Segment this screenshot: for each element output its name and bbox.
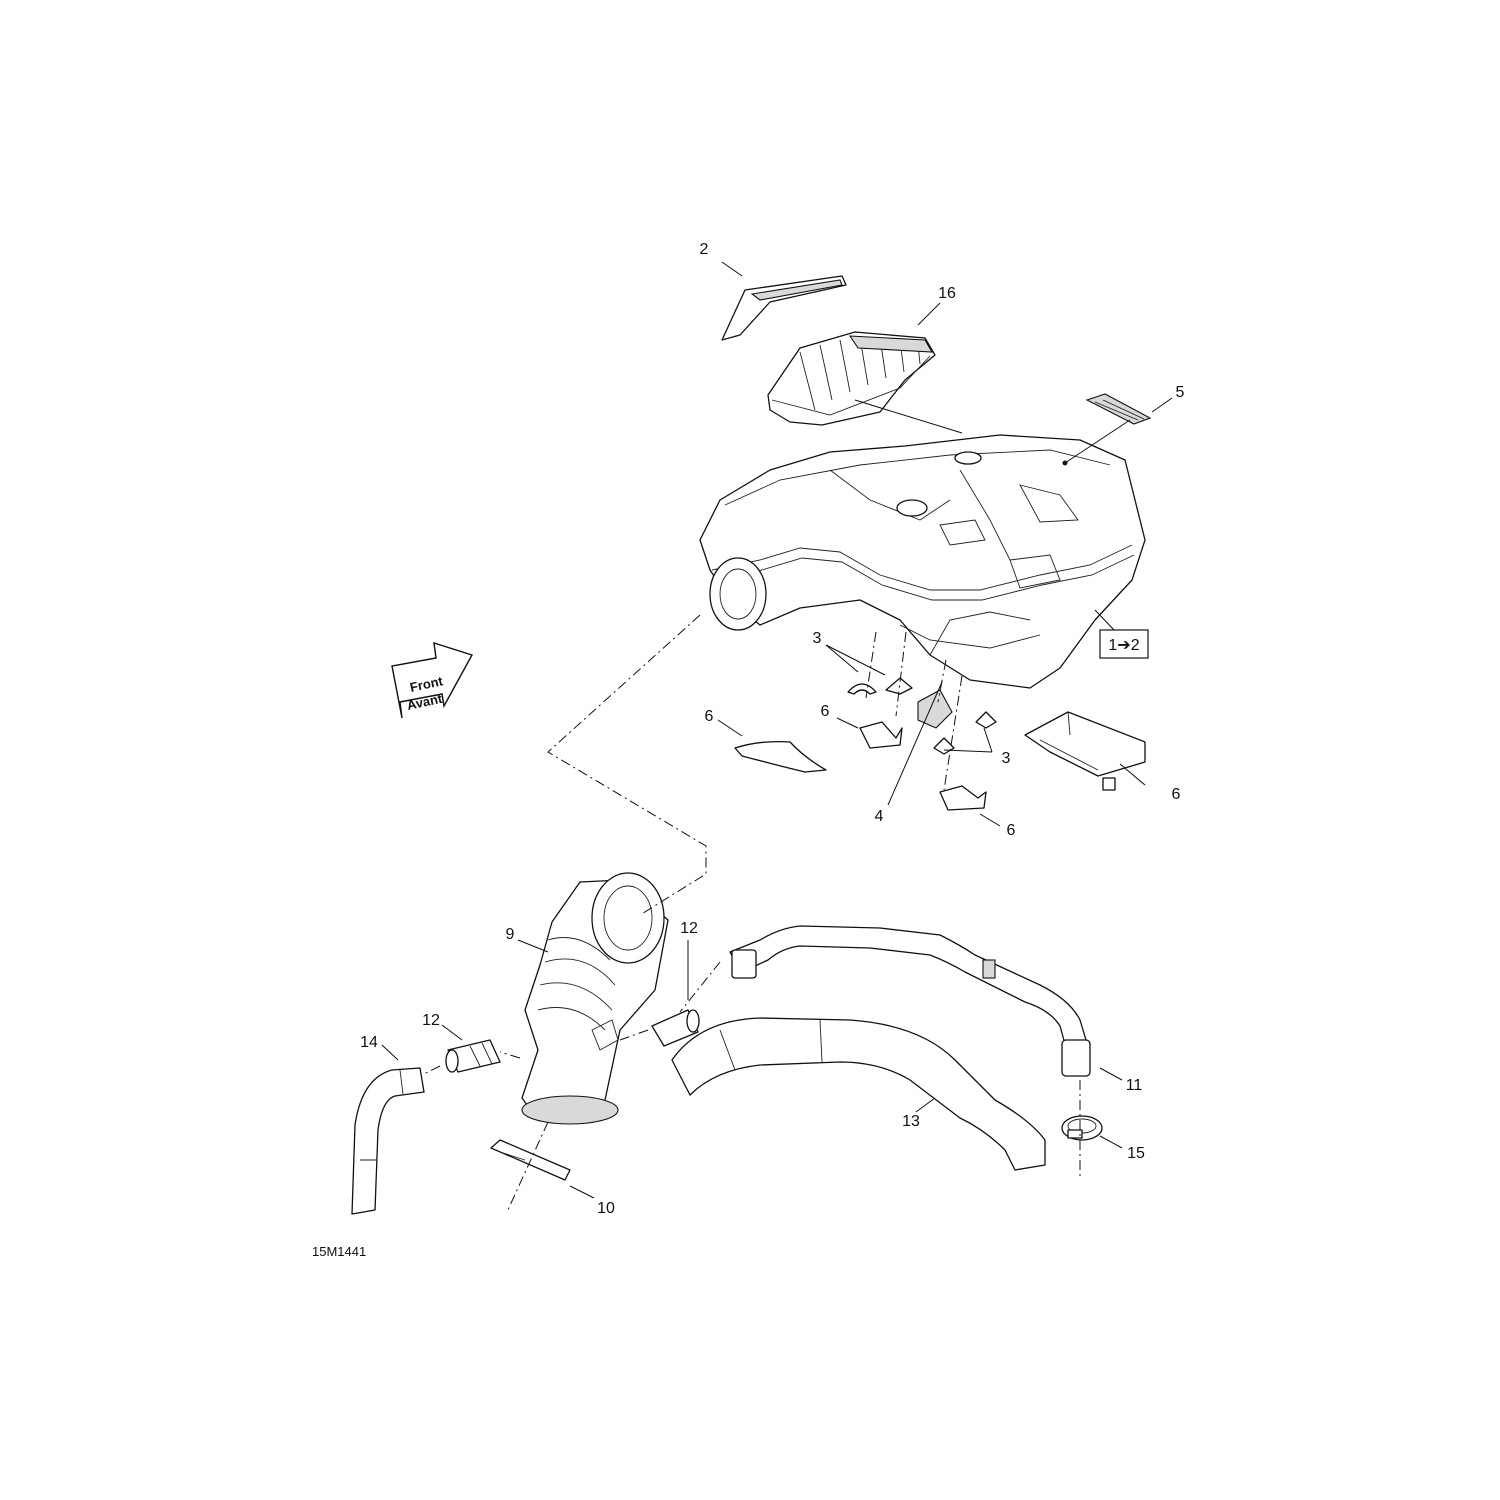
part-14-hose [351,1067,425,1215]
callout-part-6-low: 6 [1007,822,1016,839]
part-6-plate-right [1024,711,1146,791]
callout-part-13: 13 [902,1113,920,1130]
part-13-hose [671,1017,1046,1171]
front-direction-arrow [391,642,474,719]
drawing-code: 15M1441 [312,1244,366,1259]
part-3-clip-a [847,683,877,695]
reference-box [1099,629,1149,659]
callout-part-16: 16 [938,285,956,302]
callout-part-14: 14 [360,1034,378,1051]
callout-part-5: 5 [1176,384,1185,401]
part-3-clip-d [933,737,955,755]
callout-part-15: 15 [1127,1145,1145,1162]
arrow-label-front: Front [409,673,445,695]
callout-part-12-right: 12 [680,920,698,937]
arrow-label-avant: Avant [406,691,445,713]
reference-box-text: 1➔2 [1108,637,1139,654]
part-6-foam-left [734,740,827,773]
part-11-hose [729,925,1091,1077]
callout-labels: 2 16 5 3 6 6 6 3 4 6 6 9 12 12 14 11 13 … [360,241,1185,1217]
part-4-grommet [917,689,953,729]
leader-lines [381,261,1173,1199]
part-16-filter [767,331,936,426]
part-6-bracket-low [939,785,987,811]
callout-part-4: 4 [875,808,884,825]
part-9-intake-boot [521,872,669,1125]
part-1-airbox [699,434,1146,689]
part-5-label [1085,393,1152,425]
callout-part-2: 2 [700,241,709,258]
callout-part-12-left: 12 [422,1012,440,1029]
part-3-clip-c [975,711,997,729]
callout-part-3-upper: 3 [813,630,822,647]
callout-part-3-lower: 3 [1002,750,1011,767]
callout-part-6-right: 6 [1172,786,1181,803]
part-15-hose-clamp [1061,1115,1103,1141]
callout-part-6-mid: 6 [821,703,830,720]
part-6-bracket-mid [859,721,903,749]
callout-part-6-left: 6 [705,708,714,725]
callout-part-9: 9 [506,926,515,943]
part-2-seal [721,275,847,341]
assembly-centerlines [423,614,1081,1213]
part-12-connector-right [651,1009,700,1047]
callout-part-11: 11 [1126,1077,1143,1094]
callout-part-10: 10 [597,1200,615,1217]
part-12-connector-left [445,1039,501,1073]
part-3-clip-b [885,677,913,695]
